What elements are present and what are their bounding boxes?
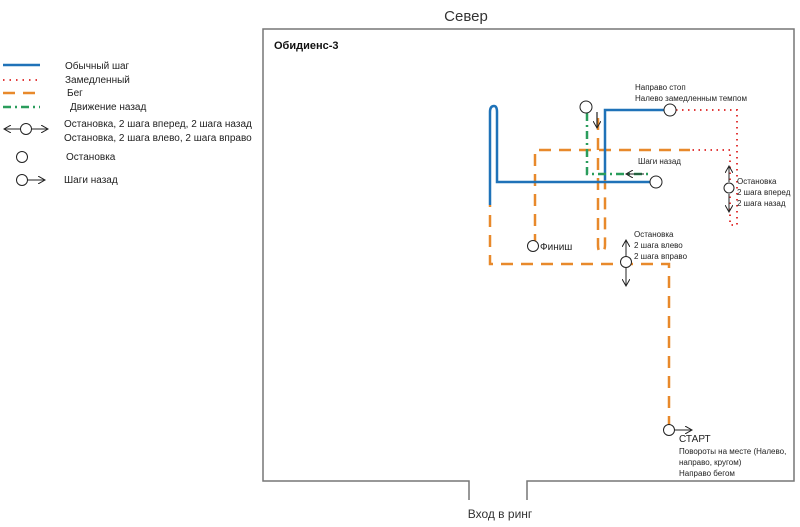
annotation-back: 2 шага назад bbox=[737, 199, 786, 208]
start-label: СТАРТ bbox=[679, 434, 711, 445]
stop-left-right-icon bbox=[620, 240, 632, 286]
legend-label: Движение назад bbox=[70, 102, 146, 113]
legend-label: Остановка, 2 шага влево, 2 шага вправо bbox=[64, 133, 252, 144]
legend-label: Обычный шаг bbox=[65, 60, 130, 72]
annotation-stop: Остановка bbox=[634, 230, 674, 239]
annotation-right: 2 шага вправо bbox=[634, 252, 688, 261]
stop-right-circle-icon bbox=[663, 103, 677, 117]
stop-forward-back-icon bbox=[723, 166, 735, 212]
annotation-stop: Остановка bbox=[737, 177, 777, 186]
legend-label: Шаги назад bbox=[64, 175, 118, 186]
start-icon bbox=[663, 424, 693, 436]
legend-label: Остановка, 2 шага вперед, 2 шага назад bbox=[64, 119, 252, 130]
steps-back-circle-icon bbox=[649, 175, 663, 189]
annotation-steps-back: Шаги назад bbox=[638, 157, 681, 166]
legend-label: Замедленный bbox=[65, 75, 130, 86]
finish-circle-icon bbox=[527, 240, 539, 252]
ring-border bbox=[262, 28, 795, 500]
start-note: направо, кругом) bbox=[679, 458, 742, 467]
annotation-left-slow: Налево замедленным темпом bbox=[635, 94, 747, 103]
start-note: Повороты на месте (Налево, bbox=[679, 447, 786, 456]
legend-label: Бег bbox=[67, 88, 83, 99]
finish-label: Финиш bbox=[540, 242, 572, 253]
legend: Обычный шаг Замедленный Бег Движение наз… bbox=[3, 60, 252, 186]
run-path bbox=[488, 118, 690, 428]
normal-path bbox=[488, 104, 664, 205]
entry-label: Вход в ринг bbox=[468, 507, 533, 521]
legend-label: Остановка bbox=[66, 152, 116, 163]
diagram-title: Обидиенс-3 bbox=[274, 40, 339, 52]
steps-back-top-icon bbox=[579, 100, 597, 128]
annotation-right-stop: Направо стоп bbox=[635, 83, 686, 92]
start-note: Направо бегом bbox=[679, 469, 735, 478]
legend-circle-arrow-icon bbox=[16, 174, 46, 186]
slow-path bbox=[676, 109, 738, 226]
legend-double-arrow-circle-icon bbox=[4, 123, 48, 135]
north-label: Север bbox=[444, 8, 488, 25]
annotation-forward: 2 шага вперед bbox=[737, 188, 791, 197]
legend-circle-icon bbox=[16, 151, 28, 163]
annotation-left: 2 шага влево bbox=[634, 241, 683, 250]
